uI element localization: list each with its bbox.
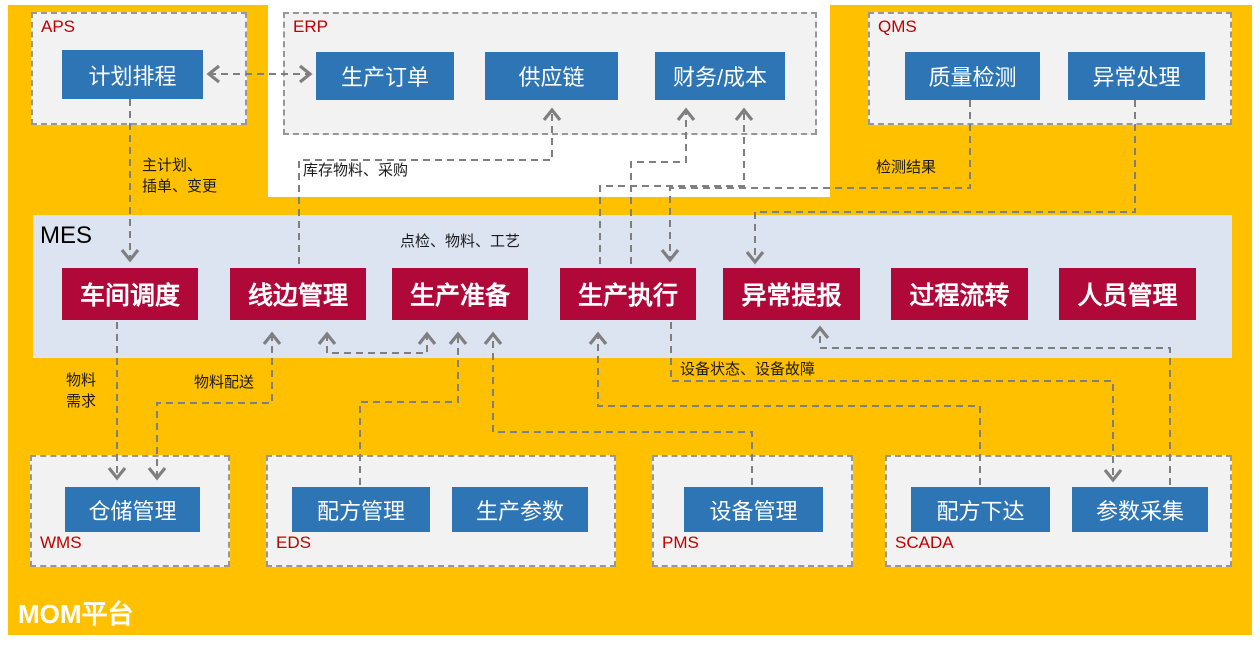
module-finance-cost: 财务/成本 [655,52,785,100]
module-parameter-collection: 参数采集 [1072,487,1208,532]
module-production-preparation: 生产准备 [392,268,528,320]
module-recipe-dispatch: 配方下达 [911,487,1050,532]
flow-label-material-requirement-line1: 物料 [66,372,97,389]
module-production-execution: 生产执行 [560,268,696,320]
flow-label-inventory: 库存物料、采购 [303,162,409,179]
group-aps-label: APS [41,17,76,36]
module-lineside-management: 线边管理 [230,268,366,320]
flow-label-material-requirement-line2: 需求 [66,393,97,410]
mes-label: MES [40,222,93,249]
flow-label-device-status: 设备状态、设备故障 [680,361,816,378]
module-production-order: 生产订单 [316,52,454,100]
group-wms-label: WMS [40,533,82,552]
flow-label-inspection-result: 检测结果 [876,159,937,176]
group-scada-label: SCADA [895,533,954,552]
flow-label-material-requirement: 物料 需求 [66,370,96,412]
module-exception-handling: 异常处理 [1068,52,1205,100]
group-pms-label: PMS [662,533,699,552]
group-erp-label: ERP [293,17,328,36]
module-equipment-management: 设备管理 [684,487,823,532]
module-exception-reporting: 异常提报 [723,268,860,320]
module-warehouse-management: 仓储管理 [65,487,200,532]
mom-platform-title: MOM平台 [18,599,134,629]
flow-label-master-plan: 主计划、 插单、变更 [142,155,217,197]
module-supply-chain: 供应链 [485,52,618,100]
flow-label-spot-check: 点检、物料、工艺 [400,233,521,250]
module-recipe-management: 配方管理 [292,487,430,532]
module-personnel-management: 人员管理 [1059,268,1196,320]
module-process-flow: 过程流转 [891,268,1028,320]
group-eds-label: EDS [276,533,311,552]
flow-label-material-delivery: 物料配送 [194,374,255,391]
module-quality-inspection: 质量检测 [905,52,1040,100]
group-qms-label: QMS [878,17,917,36]
module-workshop-scheduling: 车间调度 [62,268,198,320]
flow-label-master-plan-line1: 主计划、 [142,157,203,174]
flow-label-master-plan-line2: 插单、变更 [142,178,218,195]
module-production-parameters: 生产参数 [452,487,588,532]
module-plan-scheduling: 计划排程 [62,50,203,99]
